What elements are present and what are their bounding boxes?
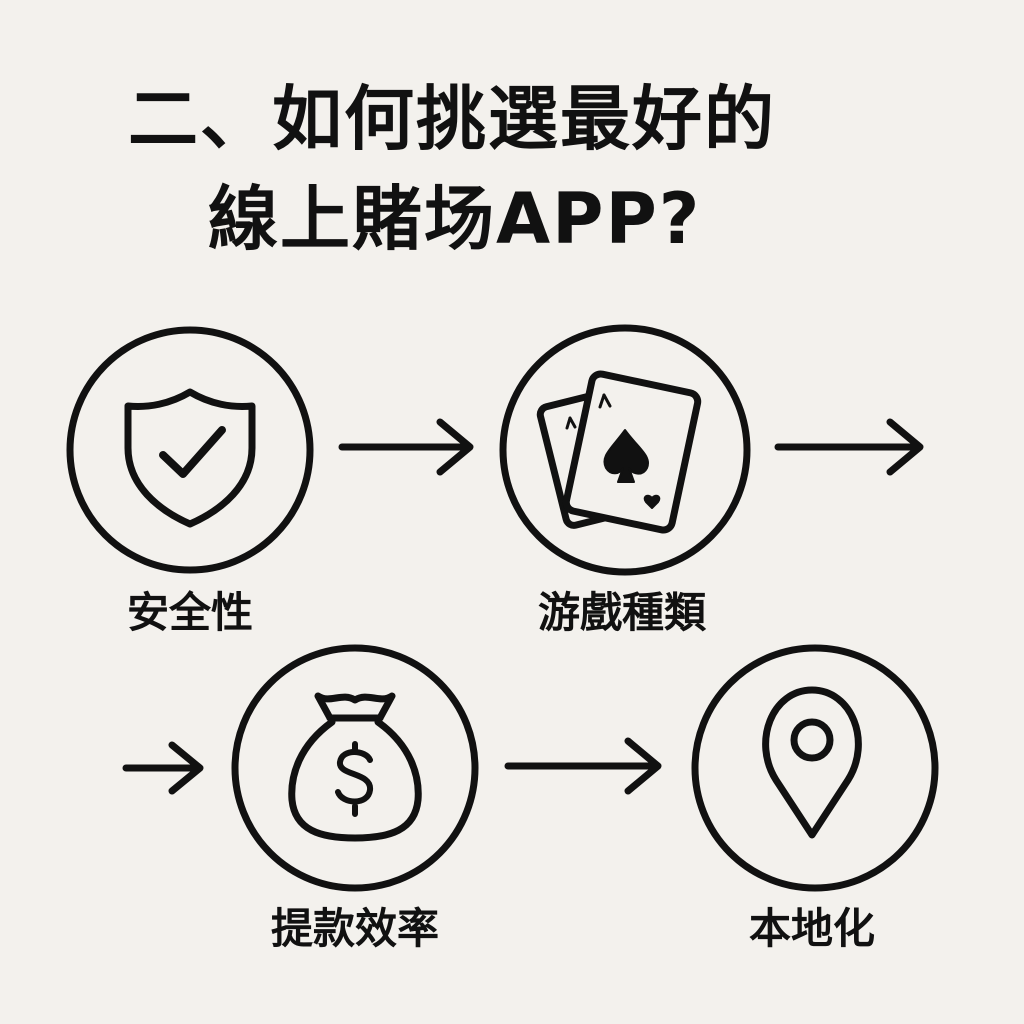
step-label-game-variety: 游戲種類 [537, 588, 707, 637]
title-line-1: 二、如何挑選最好的 [128, 78, 776, 160]
arrow-1 [338, 418, 474, 476]
step-1-circle [66, 326, 314, 574]
arrow-4 [504, 737, 662, 795]
step-label-withdrawal-efficiency: 提款效率 [270, 904, 440, 953]
shield-check-icon [124, 388, 256, 528]
step-2-circle [499, 324, 751, 576]
step-4-circle [691, 644, 939, 892]
arrow-3 [122, 741, 204, 795]
step-label-safety: 安全性 [126, 588, 254, 637]
playing-cards-icon [536, 370, 702, 534]
step-3-circle [231, 644, 479, 892]
location-pin-icon [762, 686, 862, 839]
money-bag-icon [288, 692, 422, 842]
title-line-2: 線上賭场APP? [208, 178, 702, 260]
step-label-localization: 本地化 [748, 904, 876, 953]
arrow-2 [774, 418, 924, 476]
